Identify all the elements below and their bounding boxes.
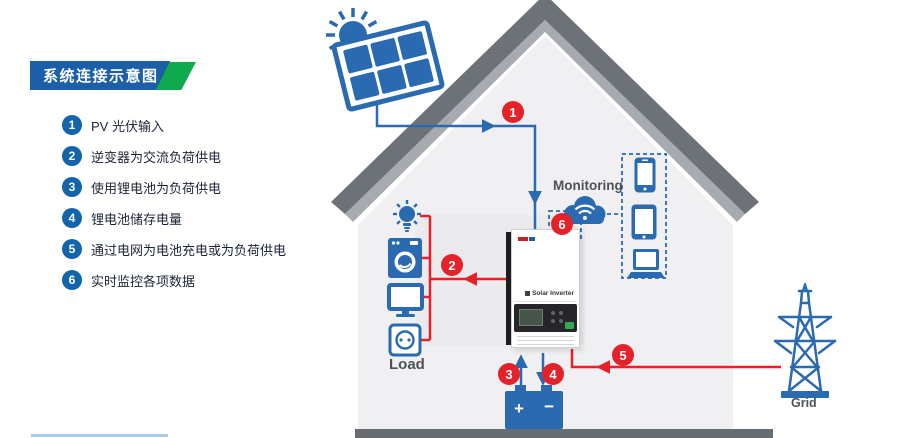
inverter-button: [551, 311, 555, 315]
tablet-icon: [631, 204, 657, 240]
monitoring-label: Monitoring: [553, 178, 623, 193]
battery-terminal-negative: [541, 385, 552, 391]
flow-marker-5: 5: [612, 344, 634, 366]
flow-marker-2: 2: [441, 254, 463, 276]
inverter-button: [559, 311, 563, 315]
inverter: Solar Inverter: [506, 229, 580, 348]
legend-number-badge: 1: [62, 115, 82, 135]
monitor-icon: [387, 283, 424, 317]
inverter-button: [551, 319, 555, 323]
legend-item-3: 3 使用锂电池为负荷供电: [62, 176, 286, 198]
inverter-vent: [517, 340, 574, 341]
ground-line: [355, 429, 773, 438]
socket-icon: [388, 323, 422, 357]
grid-tower-icon: [773, 283, 837, 398]
flow-marker-3: 3: [498, 363, 520, 385]
battery-terminal-positive: [515, 385, 526, 391]
legend-number-badge: 2: [62, 146, 82, 166]
flow-marker-4: 4: [542, 363, 564, 385]
inverter-brand-logo: [518, 237, 535, 241]
inverter-lcd-display: [519, 309, 543, 326]
flow-marker-1: 1: [502, 101, 524, 123]
legend-number-badge: 3: [62, 177, 82, 197]
flow-marker-6: 6: [551, 213, 573, 235]
inverter-side-panel: [506, 232, 511, 345]
section-title: 系统连接示意图: [43, 68, 159, 85]
pv-module: [331, 20, 445, 112]
legend-item-4: 4 锂电池储存电量: [62, 207, 286, 229]
legend-item-5: 5 通过电网为电池充电或为负荷供电: [62, 238, 286, 260]
washer-icon: [388, 238, 422, 278]
pv-line: [375, 97, 496, 133]
legend-item-6: 6 实时监控各项数据: [62, 269, 286, 291]
legend: 1 PV 光伏输入 2 逆变器为交流负荷供电 3 使用锂电池为负荷供电 4 锂电…: [62, 114, 286, 291]
smartphone-icon: [634, 157, 656, 193]
next-section-edge: [31, 434, 168, 437]
legend-number-badge: 5: [62, 239, 82, 259]
section-title-banner: 系统连接示意图: [30, 61, 170, 90]
battery-plus-sign: +: [514, 399, 524, 418]
cloud-wifi-icon: [564, 196, 606, 224]
inverter-button: [559, 319, 563, 323]
inverter-label-icon: [525, 291, 531, 296]
load-label: Load: [389, 356, 425, 373]
inverter-label: Solar Inverter: [525, 290, 574, 297]
load-stub-lines: [420, 214, 430, 342]
legend-item-1: 1 PV 光伏输入: [62, 114, 286, 136]
laptop-icon: [627, 249, 665, 278]
legend-item-2: 2 逆变器为交流负荷供电: [62, 145, 286, 167]
legend-number-badge: 6: [62, 270, 82, 290]
inverter-vent: [517, 336, 574, 337]
legend-number-badge: 4: [62, 208, 82, 228]
inverter-divider: [514, 301, 577, 302]
inverter-front: Solar Inverter: [511, 229, 580, 348]
battery: + −: [505, 385, 563, 429]
grid-line-tail: [570, 349, 599, 369]
inverter-vent: [517, 344, 574, 345]
inverter-green-badge: [565, 322, 574, 329]
bulb-icon: [393, 200, 421, 232]
battery-minus-sign: −: [544, 397, 554, 416]
solar-panel-icon: [326, 8, 445, 112]
pv-line-down: [493, 124, 542, 205]
inverter-control-panel: [514, 304, 577, 332]
grid-label: Grid: [791, 396, 817, 410]
